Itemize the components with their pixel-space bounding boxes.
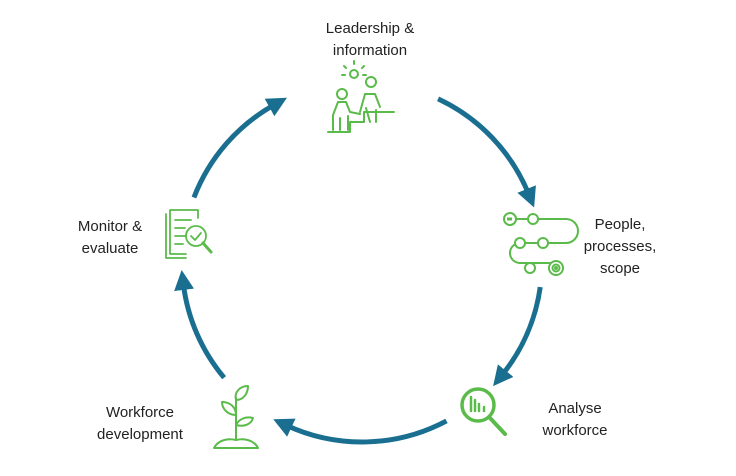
checklist-magnifier-icon — [165, 209, 213, 259]
label-line: Leadership & — [325, 20, 415, 37]
label-line: workforce — [542, 422, 608, 439]
label-line: Workforce — [105, 404, 175, 421]
label-line: Analyse — [548, 400, 602, 417]
step-label-analyse: Analyse workforce — [525, 398, 625, 442]
label-line: processes, — [583, 238, 657, 255]
step-label-leadership: Leadership & information — [290, 18, 450, 62]
leadership-climb-icon — [327, 60, 395, 133]
label-line: information — [332, 42, 408, 59]
label-line: scope — [599, 260, 641, 277]
cycle-arrow — [273, 418, 448, 445]
sprout-icon — [213, 385, 259, 449]
step-label-people: People, processes, scope — [570, 214, 670, 280]
step-label-workforce-development: Workforce development — [80, 402, 200, 446]
step-label-monitor: Monitor & evaluate — [60, 216, 160, 260]
label-line: development — [97, 426, 183, 443]
cycle-arrow — [437, 96, 536, 208]
cycle-arrow — [493, 286, 543, 387]
cycle-arrow — [174, 270, 227, 380]
label-line: evaluate — [81, 240, 139, 257]
process-path-icon — [503, 212, 579, 276]
label-line: People, — [594, 216, 646, 233]
cycle-arrow — [191, 97, 287, 199]
magnifier-chart-icon — [460, 387, 507, 436]
label-line: Monitor & — [77, 218, 143, 235]
